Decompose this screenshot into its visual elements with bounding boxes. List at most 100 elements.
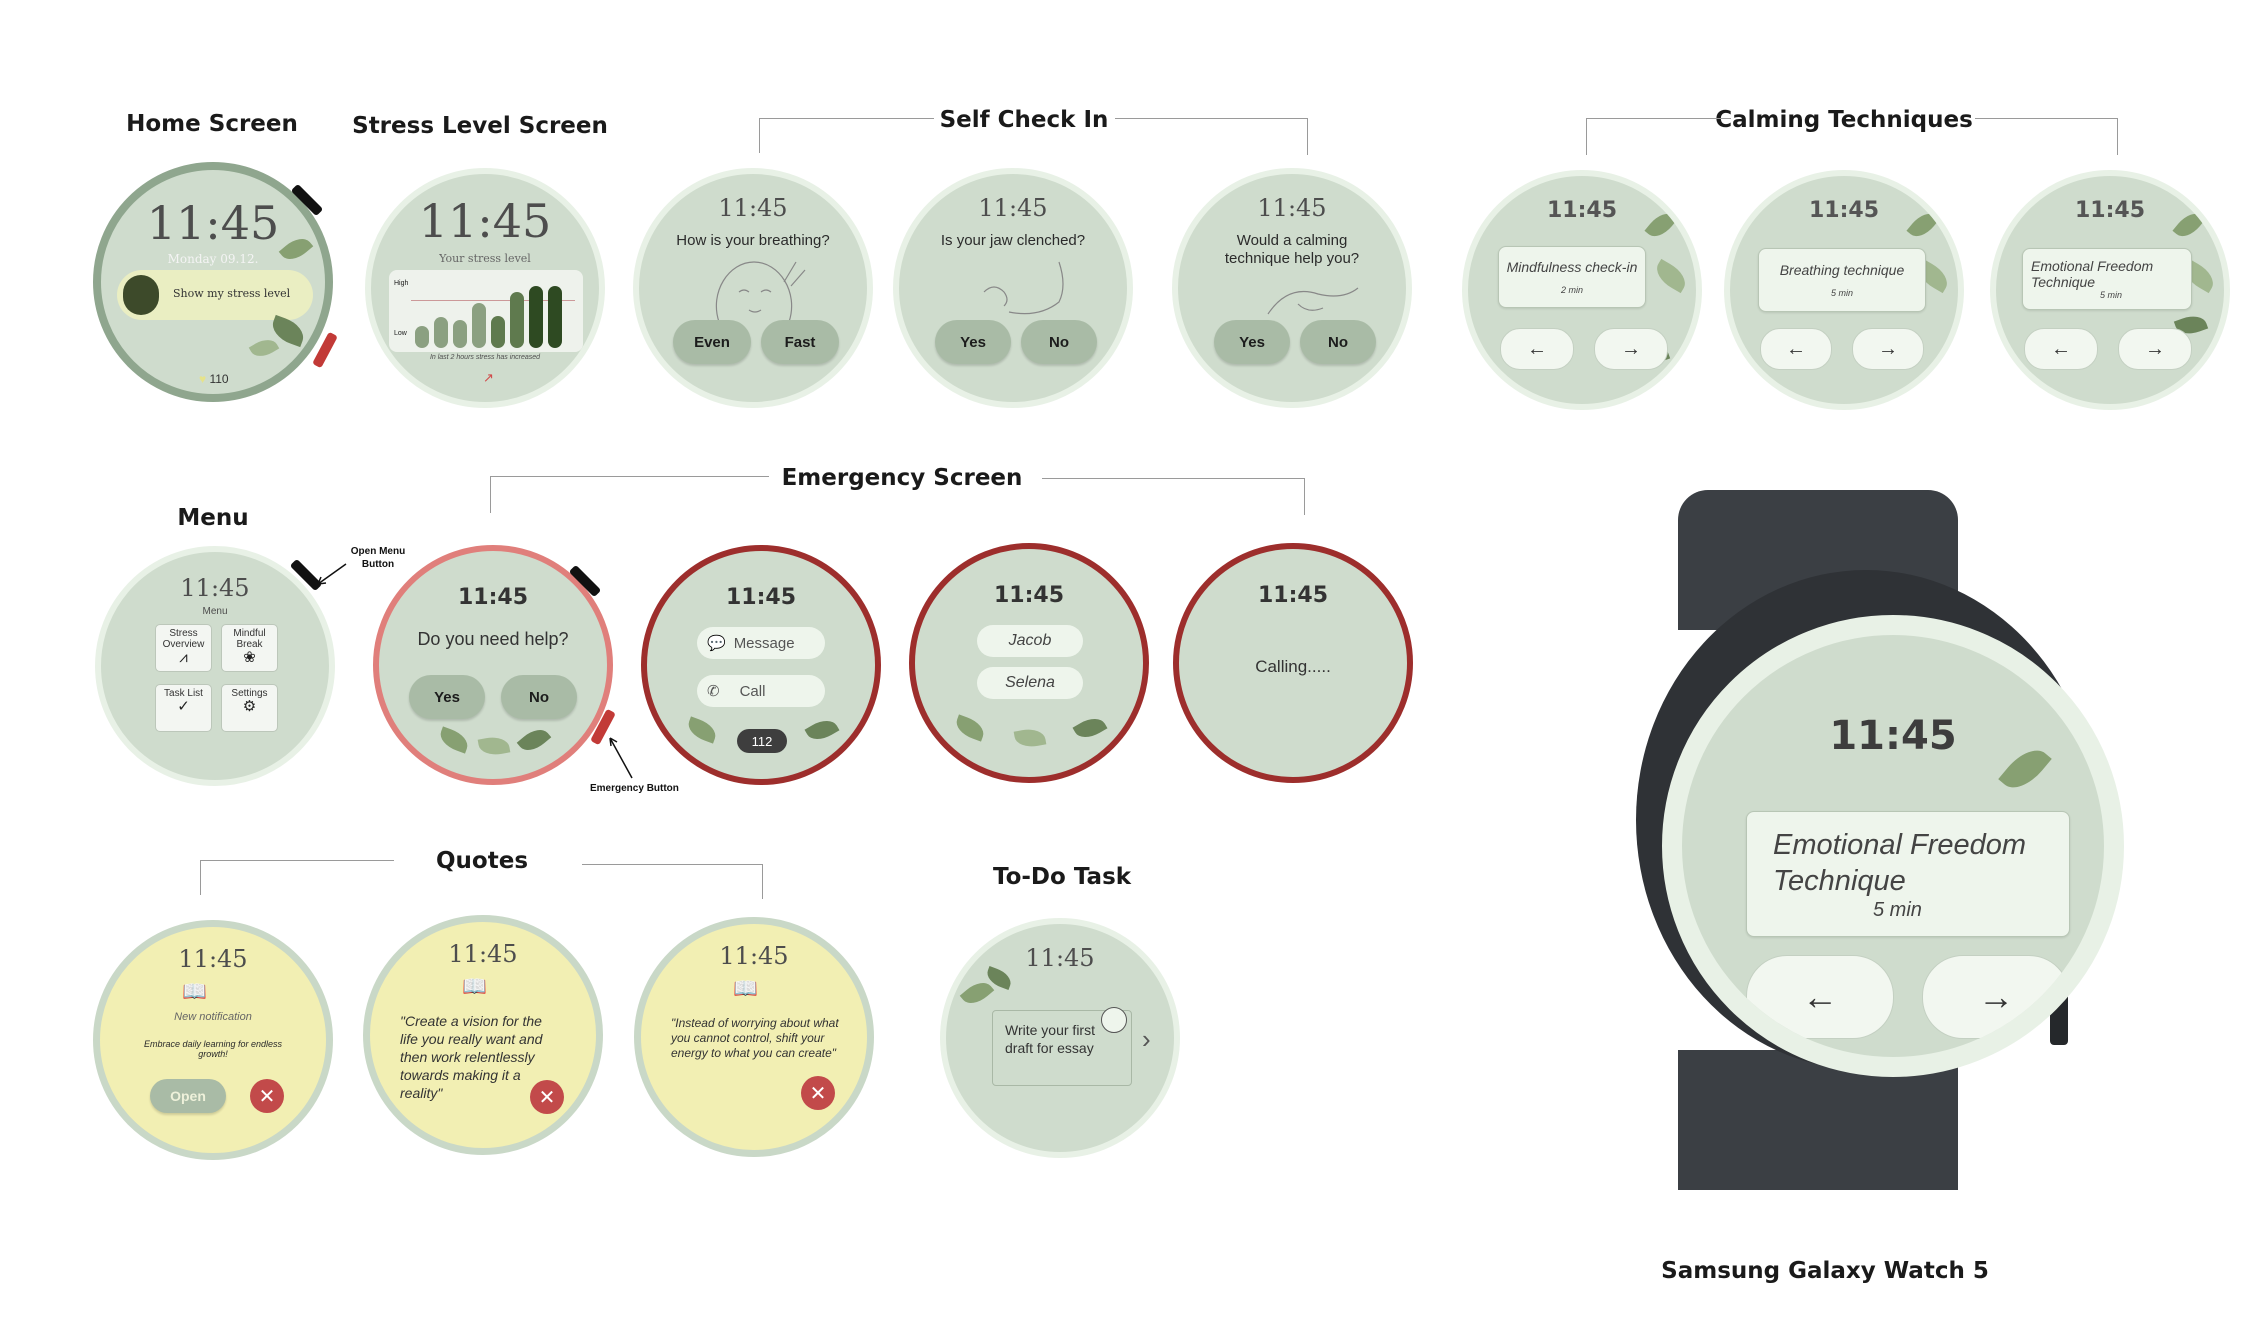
toggle-knob xyxy=(123,275,159,315)
technique-card[interactable]: Mindfulness check-in 2 min xyxy=(1498,246,1646,308)
chart-high-label: High xyxy=(394,280,409,287)
open-button[interactable]: Open xyxy=(150,1079,226,1113)
calling-label: Calling..... xyxy=(1255,657,1331,676)
answer-fast-button[interactable]: Fast xyxy=(761,320,839,364)
gear-icon: ⚙ xyxy=(242,698,257,715)
help-question: Do you need help? xyxy=(417,629,569,649)
close-icon[interactable]: ✕ xyxy=(801,1076,835,1110)
lotus-icon: ❀ xyxy=(243,649,256,666)
bracket-line xyxy=(1975,118,2118,155)
self-check-question: Would a calming technique help you? xyxy=(1224,232,1360,267)
stress-bar xyxy=(510,292,524,348)
stress-button-label: Show my stress level xyxy=(173,287,291,300)
next-arrow-button[interactable]: → xyxy=(1852,328,1924,370)
quote-text: "Instead of worrying about what you cann… xyxy=(671,1016,839,1060)
section-title-quotes: Quotes xyxy=(435,848,529,874)
previous-arrow-button[interactable]: ← xyxy=(1760,328,1832,370)
device-screen: 11:45 Emotional Freedom Technique 5 min … xyxy=(1662,615,2124,1077)
next-arrow-button[interactable]: → xyxy=(1922,955,2070,1039)
answer-even-button[interactable]: Even xyxy=(673,320,751,364)
clock-time: 11:45 xyxy=(178,945,248,973)
emergency-number-badge[interactable]: 112 xyxy=(737,729,787,753)
menu-label: Menu xyxy=(202,606,228,617)
section-title-self-check: Self Check In xyxy=(939,107,1109,133)
quote-watch-3: 11:45 📖 "Instead of worrying about what … xyxy=(634,917,874,1157)
phone-icon: ✆ xyxy=(707,683,720,700)
tile-label: Stress Overview xyxy=(162,628,205,650)
contact-selena-button[interactable]: Selena xyxy=(977,667,1083,699)
close-icon[interactable]: ✕ xyxy=(250,1079,284,1113)
quote-text: "Create a vision for the life you really… xyxy=(400,1013,543,1101)
technique-card[interactable]: Emotional Freedom Technique 5 min xyxy=(2022,248,2192,310)
answer-yes-button[interactable]: Yes xyxy=(935,320,1011,364)
section-title-emergency: Emergency Screen xyxy=(781,465,1023,491)
technique-title: Emotional Freedom Technique xyxy=(2031,258,2154,290)
clock-time: 11:45 xyxy=(180,574,250,602)
menu-tile-stress-overview[interactable]: Stress Overview⩘ xyxy=(155,624,212,672)
self-check-question: Is your jaw clenched? xyxy=(940,232,1086,249)
self-check-watch-3: 11:45 Would a calming technique help you… xyxy=(1172,168,1412,408)
help-no-button[interactable]: No xyxy=(501,675,577,719)
emergency-watch-1: 11:45 Do you need help? Yes No xyxy=(373,545,613,785)
tile-label: Settings xyxy=(231,688,268,699)
message-button[interactable]: 💬Message xyxy=(697,627,825,659)
task-checkbox[interactable] xyxy=(1101,1007,1127,1033)
clock-time: 11:45 xyxy=(1546,198,1618,223)
help-yes-button[interactable]: Yes xyxy=(409,675,485,719)
technique-card[interactable]: Emotional Freedom Technique 5 min xyxy=(1746,811,2070,937)
leaf-decoration xyxy=(477,734,511,758)
tile-label: Task List xyxy=(164,688,203,699)
next-arrow-button[interactable]: → xyxy=(2118,328,2192,370)
section-title-stress: Stress Level Screen xyxy=(352,113,608,139)
clock-time: 11:45 xyxy=(725,585,797,610)
leaf-decoration xyxy=(1651,258,1691,294)
calming-watch-2: 11:45 Breathing technique 5 min ← → xyxy=(1724,170,1964,410)
clock-time: 11:45 xyxy=(1257,583,1329,608)
calming-watch-3: 11:45 Emotional Freedom Technique 5 min … xyxy=(1990,170,2230,410)
stress-bar xyxy=(529,286,543,348)
leaf-decoration xyxy=(436,726,472,754)
menu-tile-task-list[interactable]: Task List✓ xyxy=(155,684,212,732)
previous-arrow-button[interactable]: ← xyxy=(1500,328,1574,370)
stress-level-button[interactable]: Show my stress level xyxy=(117,270,313,320)
message-label: Message xyxy=(733,634,795,652)
clock-time: 11:45 xyxy=(418,194,552,248)
trend-up-icon: ↗ xyxy=(483,370,494,385)
call-button[interactable]: ✆Call xyxy=(697,675,825,707)
quote-watch-2: 11:45 📖 "Create a vision for the life yo… xyxy=(363,915,603,1155)
contact-jacob-button[interactable]: Jacob xyxy=(977,625,1083,657)
book-icon: 📖 xyxy=(182,981,207,1003)
leaf-decoration xyxy=(1072,712,1108,744)
clock-time: 11:45 xyxy=(457,585,529,610)
bracket-line xyxy=(1115,118,1308,155)
clock-time: 11:45 xyxy=(719,942,789,970)
date-label: Monday 09.12. xyxy=(167,252,259,266)
notification-title: New notification xyxy=(174,1011,252,1023)
stress-level-watch: 11:45 Your stress level High Low In last… xyxy=(365,168,605,408)
next-arrow-button[interactable]: → xyxy=(1594,328,1668,370)
book-icon: 📖 xyxy=(462,976,487,998)
menu-tile-mindful-break[interactable]: Mindful Break❀ xyxy=(221,624,278,672)
leaf-decoration xyxy=(1013,726,1047,750)
task-card[interactable]: Write your first draft for essay xyxy=(992,1007,1132,1086)
chevron-right-icon[interactable]: › xyxy=(1142,1024,1151,1054)
emergency-watch-3: 11:45 Jacob Selena xyxy=(909,543,1149,783)
close-icon[interactable]: ✕ xyxy=(530,1080,564,1114)
emergency-button-annotation: Emergency Button xyxy=(590,783,679,794)
answer-no-button[interactable]: No xyxy=(1021,320,1097,364)
previous-arrow-button[interactable]: ← xyxy=(1746,955,1894,1039)
bracket-line xyxy=(582,864,763,899)
answer-yes-button[interactable]: Yes xyxy=(1214,320,1290,364)
previous-arrow-button[interactable]: ← xyxy=(2024,328,2098,370)
answer-no-button[interactable]: No xyxy=(1300,320,1376,364)
technique-card[interactable]: Breathing technique 5 min xyxy=(1758,248,1926,312)
stress-bar xyxy=(453,320,467,348)
stress-bar xyxy=(472,303,486,348)
bracket-line xyxy=(759,118,934,153)
todo-watch: 11:45 Write your first draft for essay › xyxy=(940,918,1180,1158)
section-title-device: Samsung Galaxy Watch 5 xyxy=(1661,1258,1989,1284)
section-title-home: Home Screen xyxy=(126,111,298,137)
menu-tile-settings[interactable]: Settings⚙ xyxy=(221,684,278,732)
stress-note: In last 2 hours stress has increased xyxy=(429,354,541,361)
bracket-line xyxy=(200,860,394,895)
